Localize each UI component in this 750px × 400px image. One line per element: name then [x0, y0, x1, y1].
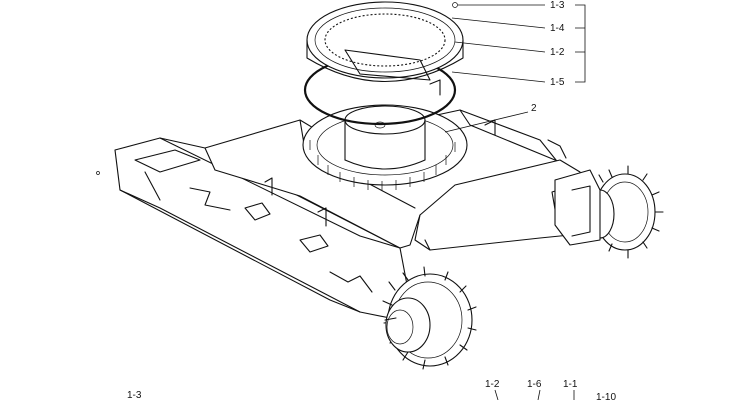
bracket-c	[547, 139, 567, 159]
left-beam-lower-edge	[119, 189, 361, 313]
callout-1-5: 1-5	[550, 77, 565, 88]
left-end-rib	[144, 171, 161, 201]
right-beam-end	[424, 239, 431, 251]
left-end-bracket	[134, 149, 201, 173]
leader-1-6	[537, 389, 541, 400]
upper-ring-mid	[314, 7, 456, 73]
front-sprocket-center	[386, 309, 414, 345]
center-hub-bottom	[344, 159, 426, 170]
rear-housing-face	[571, 185, 591, 237]
lower-ring-outer	[302, 104, 468, 186]
callout-leaders	[444, 4, 586, 400]
ring-gear-lower	[302, 104, 468, 191]
callout-1-6: 1-6	[527, 379, 542, 390]
center-body-right-edge	[459, 109, 556, 161]
callout-2: 2	[531, 103, 537, 114]
rear-sprocket-assembly	[554, 165, 664, 259]
pad-b	[299, 234, 329, 253]
inner-bracket	[344, 49, 431, 81]
leader-1-2	[454, 41, 546, 53]
post-d	[429, 79, 441, 96]
post-b	[317, 207, 327, 227]
swing-ring-gear-upper	[306, 1, 464, 83]
leader-1-2b	[494, 389, 499, 400]
pad-a	[244, 202, 271, 221]
callout-1-10: 1-10	[596, 392, 616, 400]
leader-dot	[96, 171, 100, 175]
leader-1-4	[451, 17, 546, 29]
upper-ring-inner-teeth	[324, 13, 446, 67]
right-side-beam	[414, 159, 591, 251]
seal-part	[452, 2, 458, 8]
lower-ring-bolts	[309, 140, 456, 191]
leader-2	[444, 111, 529, 133]
callout-1-2-bottom: 1-2	[485, 379, 500, 390]
callout-1-2-top: 1-2	[550, 47, 565, 58]
front-sprocket-hub	[385, 297, 431, 353]
callout-1-3-bottom: 1-3	[127, 390, 142, 400]
bracket-a	[189, 187, 231, 211]
front-sprocket-assembly	[382, 266, 477, 370]
upper-ring-side	[306, 39, 464, 83]
center-hub-sides	[344, 119, 426, 161]
leader-1-5	[451, 71, 546, 83]
bracket-b	[329, 271, 373, 293]
rear-idler-housing	[554, 169, 601, 246]
post-a	[264, 177, 273, 196]
callout-1-1: 1-1	[563, 379, 578, 390]
callout-1-3-top: 1-3	[550, 0, 565, 11]
front-hub-key	[384, 317, 397, 321]
bracket-line	[575, 4, 586, 83]
callout-1-4: 1-4	[550, 23, 565, 34]
